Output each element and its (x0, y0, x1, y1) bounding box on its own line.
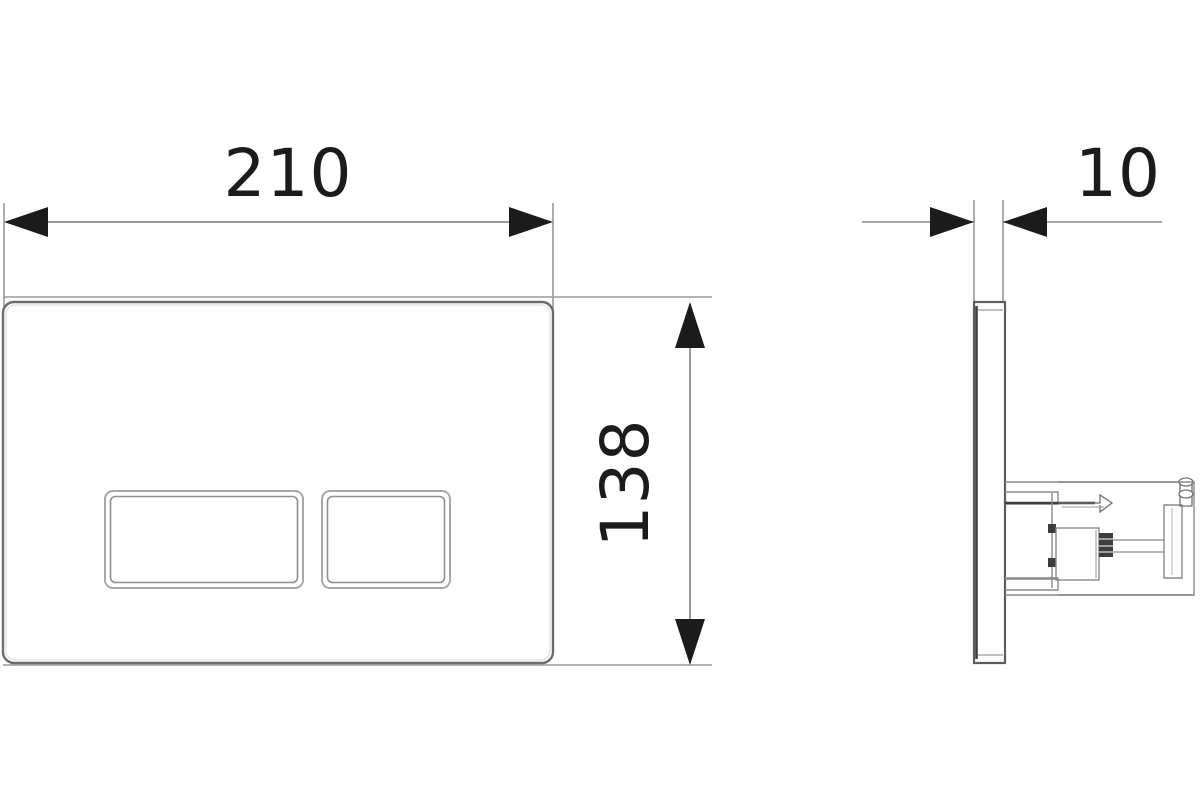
actuator-mechanism-detail (1005, 477, 1195, 596)
mechanism-connector-lower (1179, 494, 1193, 507)
depth-arrow-right (1003, 207, 1047, 237)
mechanism-lower-flange (1005, 577, 1059, 591)
side-view (972, 300, 1195, 665)
width-arrow-left (4, 207, 48, 237)
small-flush-button-inner (326, 495, 446, 584)
mechanism-cylinder-body (1055, 527, 1100, 581)
small-flush-button[interactable] (321, 490, 451, 589)
height-arrow-top (675, 302, 705, 348)
depth-arrow-left (930, 207, 974, 237)
flush-plate-panel[interactable] (1, 300, 555, 665)
extension-lines (3, 200, 1004, 666)
mechanism-rail-clip-bottom (1048, 558, 1056, 567)
height-dimension: 138 (587, 302, 705, 665)
front-view (1, 300, 555, 665)
flush-plate-panel-inner-edge (5, 304, 551, 661)
mechanism-piston-collar (1099, 533, 1113, 557)
large-flush-button-inner (109, 495, 299, 584)
mechanism-rail-clip-top (1048, 524, 1056, 533)
large-flush-button[interactable] (104, 490, 304, 589)
mechanism-lever-hook (1058, 493, 1114, 514)
height-dimension-label: 138 (587, 419, 664, 548)
mechanism-right-bracket (1163, 504, 1183, 579)
width-dimension: 210 (4, 135, 553, 237)
height-arrow-bottom (675, 619, 705, 665)
depth-dimension: 10 (862, 135, 1162, 237)
width-dimension-label: 210 (224, 135, 353, 212)
width-arrow-right (509, 207, 553, 237)
mechanism-connector-lower-cap (1178, 489, 1194, 499)
depth-dimension-label: 10 (1075, 135, 1161, 212)
flush-plate-profile[interactable] (972, 300, 1007, 665)
